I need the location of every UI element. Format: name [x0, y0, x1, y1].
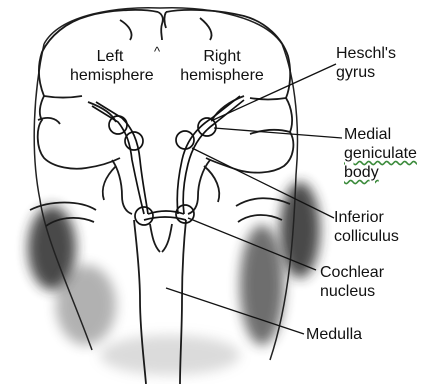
left-hemisphere-label: Left hemisphere — [70, 47, 150, 85]
caret-mark: ^ — [154, 42, 160, 61]
cochlear-nucleus-label: Cochlear nucleus — [320, 263, 384, 301]
inferior-colliculus-label: Inferior colliculus — [334, 208, 399, 246]
left-heschl-node — [109, 116, 127, 134]
leader-inferior-colliculus — [192, 148, 334, 218]
left-colliculus-node — [135, 207, 153, 225]
brain-outline — [30, 10, 293, 226]
medial-geniculate-body-label: Medial geniculate body — [344, 125, 417, 182]
right-hemisphere-label: Right hemisphere — [172, 47, 272, 85]
right-geniculate-node — [176, 131, 194, 149]
heschls-gyrus-label: Heschl's gyrus — [336, 44, 396, 82]
auditory-pathway — [92, 96, 244, 220]
medulla-label: Medulla — [306, 325, 362, 344]
